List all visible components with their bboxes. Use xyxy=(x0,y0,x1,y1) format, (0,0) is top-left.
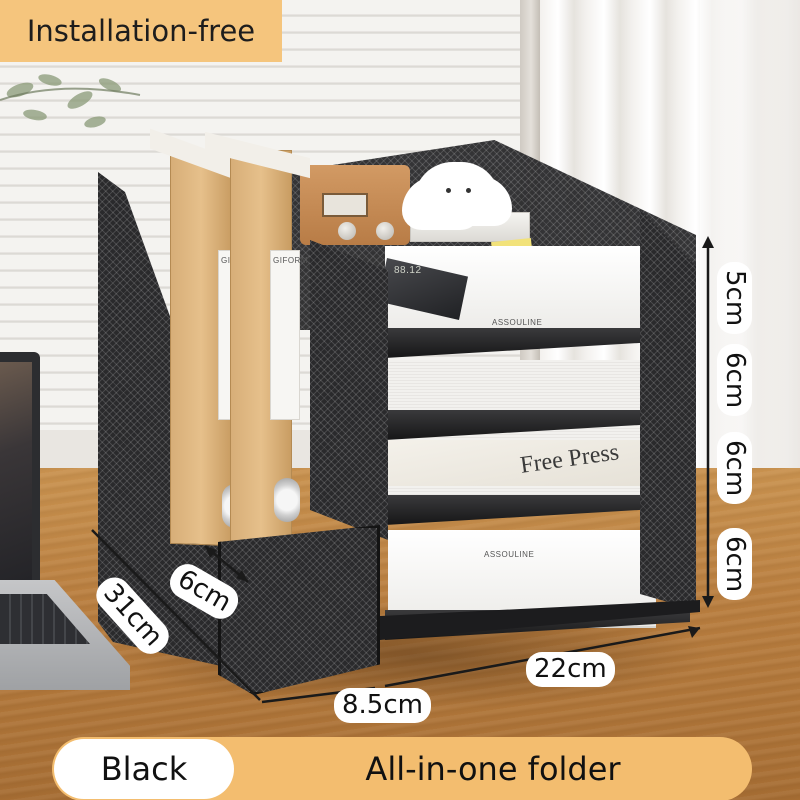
dimension-front-width: 8.5cm xyxy=(334,688,431,724)
installation-free-badge: Installation-free xyxy=(0,0,282,62)
binder-right-ring xyxy=(274,478,300,522)
plant-leaves xyxy=(0,74,141,128)
binder-right-brand: GIFORM xyxy=(273,256,308,265)
tier-4-book-title: ASSOULINE xyxy=(484,550,535,559)
radio-knob-right xyxy=(376,222,394,240)
cloud-eye-right xyxy=(466,188,471,193)
installation-free-text: Installation-free xyxy=(26,14,256,48)
cloud-eye-left xyxy=(446,188,451,193)
binder-right-label xyxy=(270,250,300,420)
radio-knob-left xyxy=(338,222,356,240)
dimension-tier-3-height: 6cm xyxy=(716,432,752,505)
dimension-tier-4-height: 6cm xyxy=(716,528,752,601)
dimension-tier-1-height: 5cm xyxy=(716,262,752,335)
dimension-tier-2-height: 6cm xyxy=(716,344,752,417)
radio-dial xyxy=(322,193,368,217)
color-option-label: Black xyxy=(100,750,188,788)
calculator-display: 88.12 xyxy=(394,265,422,276)
inner-mesh-column xyxy=(310,240,388,540)
organizer-right-side xyxy=(640,210,696,610)
laptop-display xyxy=(0,362,32,580)
small-book-title: KINFOLK xyxy=(420,222,463,232)
tier-1-book-title: ASSOULINE xyxy=(492,318,543,327)
feature-label: All-in-one folder xyxy=(365,750,621,788)
dimension-main-width: 22cm xyxy=(526,652,615,688)
cloud-figurine xyxy=(414,162,500,224)
color-option-pill: Black xyxy=(54,739,234,799)
